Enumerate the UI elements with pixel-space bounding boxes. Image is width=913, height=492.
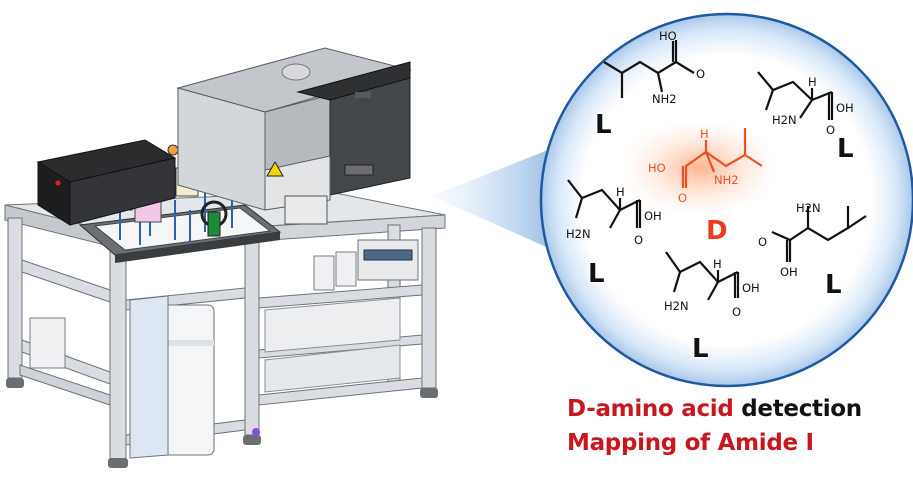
chirality-letter-l: L bbox=[588, 259, 605, 289]
chirality-letter-l: L bbox=[692, 334, 709, 364]
label-oh: OH bbox=[644, 209, 662, 223]
leucine-molecule-1: HO O NH2 bbox=[603, 29, 705, 106]
label-o: O bbox=[634, 233, 643, 247]
chirality-letter-d: D bbox=[706, 216, 728, 246]
label-o: O bbox=[696, 67, 705, 81]
label-h2n: H2N bbox=[772, 113, 797, 127]
leucine-molecule-3: H H2N OH O bbox=[566, 179, 662, 247]
chirality-letter-l: L bbox=[837, 134, 854, 164]
label-h2n: H2N bbox=[664, 299, 689, 313]
leucine-molecule-4: H2N O OH bbox=[758, 201, 867, 279]
dewar bbox=[161, 304, 215, 456]
leucine-molecule-2: H H2N OH O bbox=[757, 71, 854, 137]
label-o: O bbox=[826, 123, 835, 137]
zoom-beam bbox=[432, 148, 553, 250]
label-h: H bbox=[700, 127, 709, 141]
label-h2n: H2N bbox=[566, 227, 591, 241]
label-h2n: H2N bbox=[796, 201, 821, 215]
caption-highlight: D-amino acid bbox=[567, 396, 734, 422]
label-o: O bbox=[758, 235, 767, 249]
caption-line-2: Mapping of Amide I bbox=[567, 430, 814, 456]
caption-rest: detection bbox=[733, 396, 862, 422]
label-ho: HO bbox=[659, 29, 677, 43]
caption-line-1: D-amino acid detection bbox=[567, 396, 862, 422]
label-h: H bbox=[808, 75, 817, 89]
chirality-letter-l: L bbox=[595, 110, 612, 140]
label-h: H bbox=[713, 257, 722, 271]
label-oh: OH bbox=[780, 265, 798, 279]
d-leucine-molecule: H HO O NH2 bbox=[648, 127, 763, 205]
label-oh: OH bbox=[836, 101, 854, 115]
d-molecule-glow bbox=[622, 120, 778, 216]
microscope-instrument bbox=[4, 47, 446, 468]
label-o: O bbox=[732, 305, 741, 319]
label-o: O bbox=[678, 191, 687, 205]
label-nh2: NH2 bbox=[714, 173, 739, 187]
chirality-letter-l: L bbox=[825, 270, 842, 300]
label-oh: OH bbox=[742, 281, 760, 295]
leucine-molecule-5: H H2N OH O bbox=[664, 251, 760, 319]
label-nh2: NH2 bbox=[652, 92, 677, 106]
label-h: H bbox=[616, 185, 625, 199]
label-ho: HO bbox=[648, 161, 666, 175]
